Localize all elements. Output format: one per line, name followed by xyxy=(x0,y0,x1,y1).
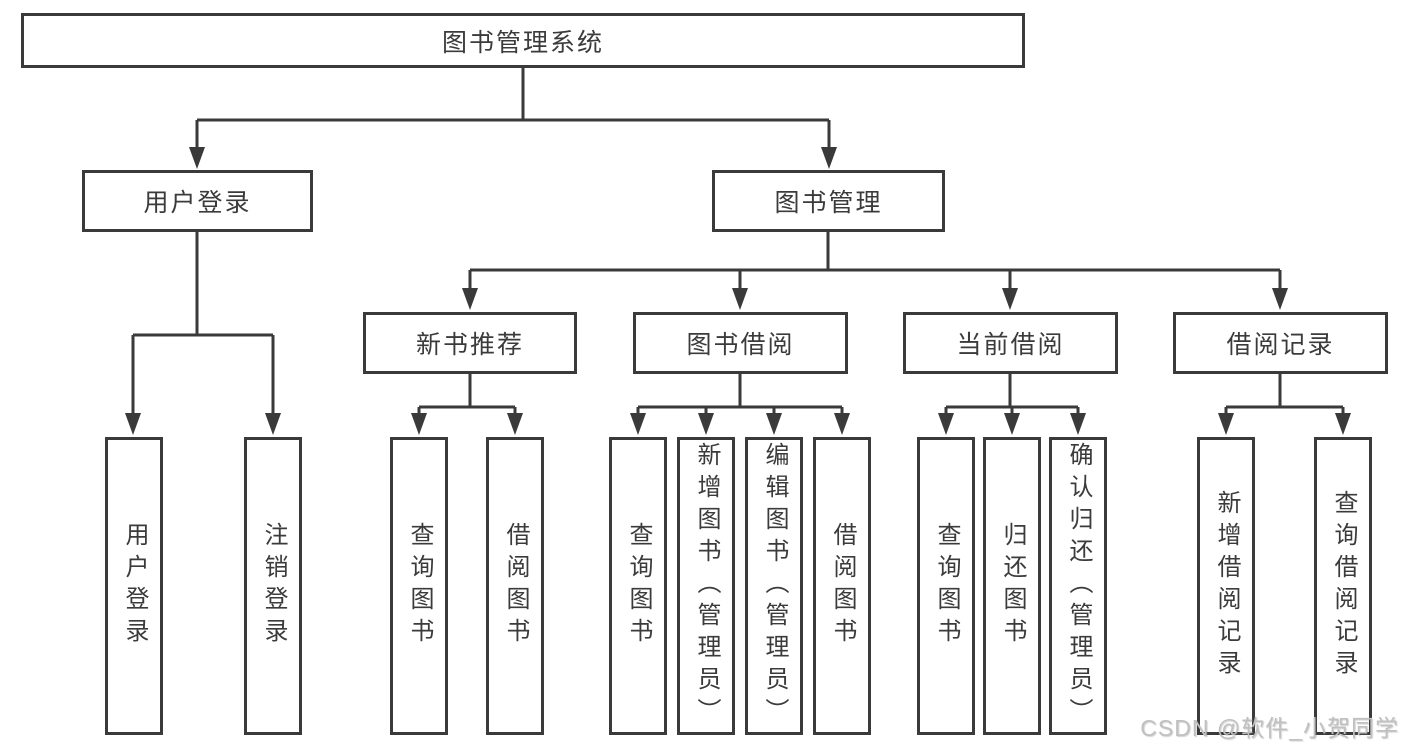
connector-current-borrow xyxy=(944,374,1080,416)
node-book-management: 图书管理 xyxy=(712,170,945,232)
node-root-label: 图书管理系统 xyxy=(441,28,604,57)
node-current-borrow-label: 当前借阅 xyxy=(956,331,1065,359)
leaf-return-books: 归还图书 xyxy=(983,437,1041,735)
connector-new-book xyxy=(417,374,517,416)
leaf-query-books-recommend-label: 查询图书 xyxy=(406,522,433,650)
connector-borrow-records xyxy=(1224,374,1345,416)
node-book-management-label: 图书管理 xyxy=(774,189,883,217)
leaf-query-borrow-record-label: 查询借阅记录 xyxy=(1330,490,1357,682)
leaf-edit-books-admin-label: 编辑图书（管理员） xyxy=(761,442,788,730)
leaf-user-login: 用户登录 xyxy=(105,437,163,735)
leaf-edit-books-admin: 编辑图书（管理员） xyxy=(745,437,803,735)
node-borrow-records-label: 借阅记录 xyxy=(1226,331,1335,359)
leaf-add-books-admin: 新增图书（管理员） xyxy=(677,437,735,735)
leaf-add-borrow-record: 新增借阅记录 xyxy=(1197,437,1255,735)
leaf-logout: 注销登录 xyxy=(244,437,302,735)
leaf-add-books-admin-label: 新增图书（管理员） xyxy=(693,442,720,730)
leaf-query-books-borrow: 查询图书 xyxy=(609,437,667,735)
node-user-login: 用户登录 xyxy=(82,170,313,232)
leaf-query-books-recommend: 查询图书 xyxy=(390,437,448,735)
node-user-login-label: 用户登录 xyxy=(143,189,252,217)
node-book-borrow-label: 图书借阅 xyxy=(686,331,795,359)
leaf-query-books-current-label: 查询图书 xyxy=(933,522,960,650)
connector-user-login xyxy=(131,232,275,416)
watermark: CSDN @软件_小贺同学 xyxy=(1140,715,1399,741)
leaf-borrow-books-label: 借阅图书 xyxy=(829,522,856,650)
leaf-user-login-label: 用户登录 xyxy=(121,522,148,650)
connector-root xyxy=(195,68,831,150)
leaf-return-books-label: 归还图书 xyxy=(999,522,1026,650)
leaf-add-borrow-record-label: 新增借阅记录 xyxy=(1213,490,1240,682)
leaf-query-books-borrow-label: 查询图书 xyxy=(625,522,652,650)
node-new-book-recommend-label: 新书推荐 xyxy=(415,331,524,359)
leaf-confirm-return-admin: 确认归还（管理员） xyxy=(1049,437,1107,735)
node-current-borrow: 当前借阅 xyxy=(903,312,1118,374)
connector-book-borrow xyxy=(636,374,844,416)
node-borrow-records: 借阅记录 xyxy=(1173,312,1388,374)
node-book-borrow: 图书借阅 xyxy=(633,312,848,374)
connector-book-management xyxy=(468,232,1282,291)
node-root: 图书管理系统 xyxy=(21,13,1025,68)
leaf-logout-label: 注销登录 xyxy=(260,522,287,650)
leaf-borrow-books: 借阅图书 xyxy=(813,437,871,735)
node-new-book-recommend: 新书推荐 xyxy=(363,312,577,374)
leaf-query-books-current: 查询图书 xyxy=(917,437,975,735)
leaf-confirm-return-admin-label: 确认归还（管理员） xyxy=(1065,442,1092,730)
leaf-borrow-books-recommend-label: 借阅图书 xyxy=(502,522,529,650)
leaf-query-borrow-record: 查询借阅记录 xyxy=(1314,437,1372,735)
leaf-borrow-books-recommend: 借阅图书 xyxy=(486,437,544,735)
